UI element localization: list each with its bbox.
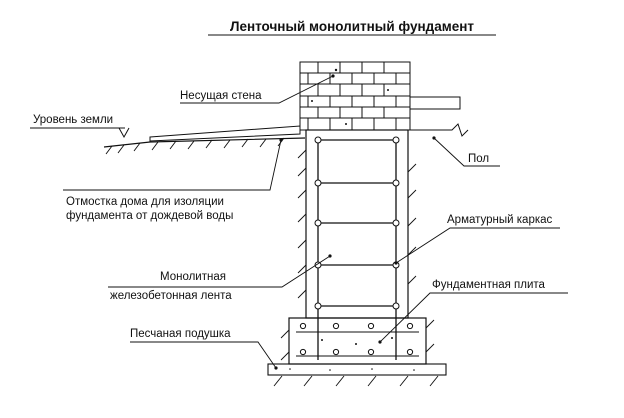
- soil-hatch-right: [407, 163, 435, 353]
- ground-line: [103, 137, 306, 148]
- brick-texture: [311, 68, 389, 125]
- rebar-bars: [314, 136, 400, 310]
- leader-dots: [274, 74, 436, 370]
- strip-label-line2: железобетонная лента: [110, 290, 232, 302]
- blind-area-label-line1: Отмостка дома для изоляции: [66, 196, 224, 208]
- ground-level-marker: [30, 127, 130, 139]
- soil-hatch-left: [280, 149, 307, 361]
- sand-cushion: [267, 363, 447, 376]
- slab-label: Фундаментная плита: [432, 279, 546, 291]
- rebar-cage: [317, 139, 397, 360]
- blind-area-slab: [149, 125, 301, 142]
- bearing-wall: [299, 61, 411, 131]
- slab-texture: [321, 337, 393, 345]
- slab-rebar-bars: [299, 322, 414, 356]
- base-hatch: [273, 375, 439, 387]
- ground-level-label: Уровень земли: [33, 114, 113, 126]
- sand-cushion-label: Песчаная подушка: [130, 328, 231, 340]
- bearing-wall-label: Несущая стена: [180, 90, 262, 102]
- foundation-slab: [288, 317, 427, 365]
- strip-label-line1: Монолитная: [160, 271, 226, 283]
- diagram-title: Ленточный монолитный фундамент: [230, 19, 474, 34]
- floor-slab: [409, 96, 469, 137]
- ground-hatch-ticks: [105, 137, 285, 155]
- leader-lines: [63, 75, 568, 369]
- blind-area-label-line2: фундамента от дождевой воды: [66, 210, 233, 222]
- floor-label: Пол: [468, 153, 489, 165]
- sand-cushion-dots: [289, 368, 415, 371]
- slab-rebar: [296, 331, 419, 357]
- rebar-cage-label: Арматурный каркас: [447, 214, 553, 226]
